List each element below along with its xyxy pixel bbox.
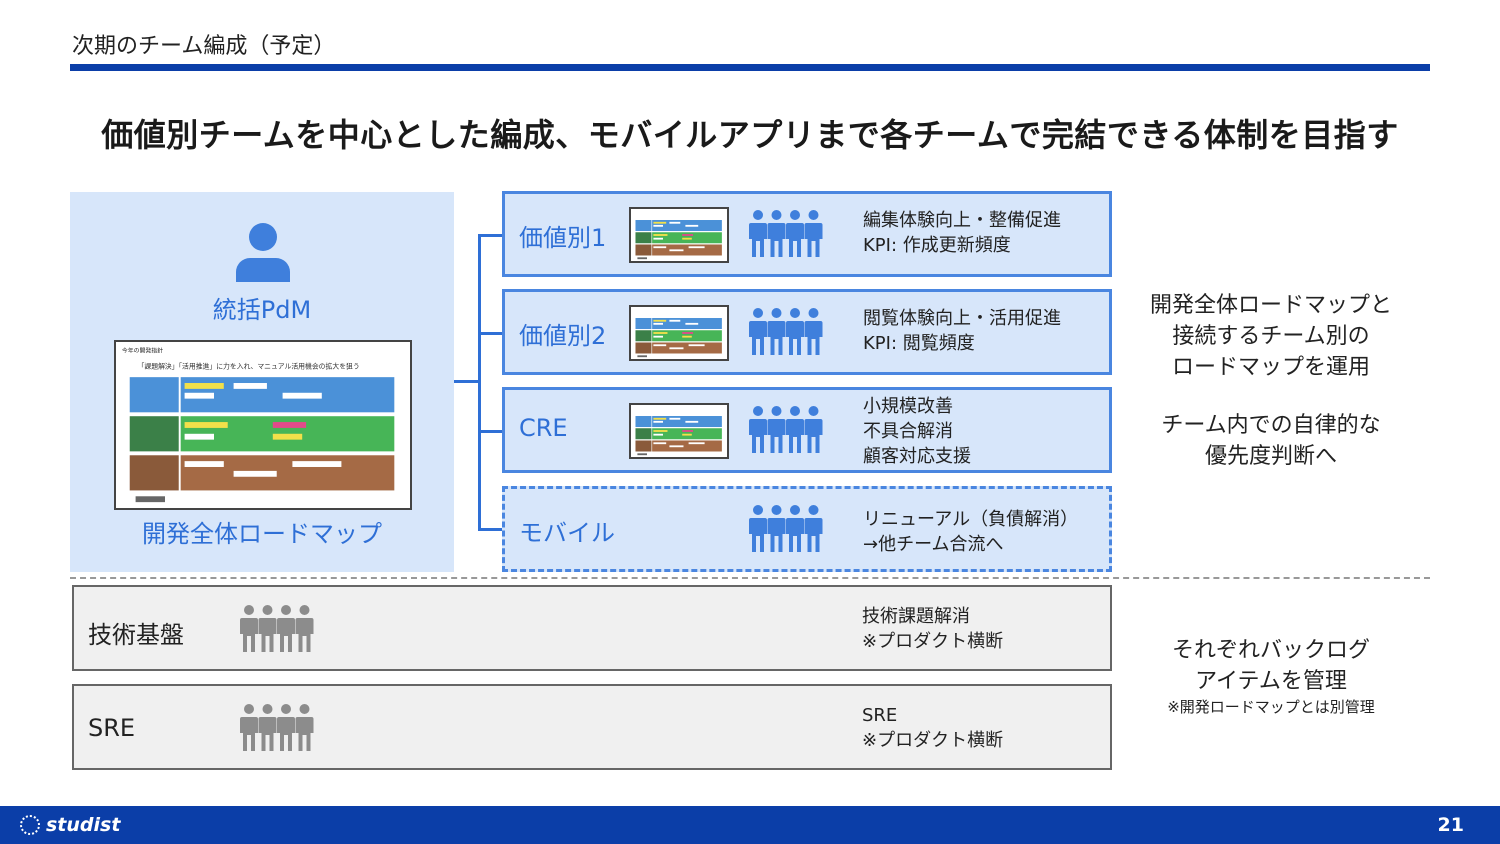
team-members-icon (749, 210, 823, 257)
title-rule (70, 64, 1430, 71)
connector-trunk (478, 234, 481, 530)
roadmap-title: 今年の開発指針 (122, 347, 163, 355)
note-autonomous-priority: チーム内での自律的な 優先度判断へ (1161, 413, 1381, 469)
team-members-icon (749, 308, 823, 355)
studist-logo: studist (20, 814, 120, 836)
team-roadmap-thumbnail (629, 403, 729, 459)
team-roadmap-thumbnail (629, 305, 729, 361)
team-box-tech-platform: 技術基盤 技術課題解消 ※プロダクト横断 (72, 585, 1112, 671)
team-description: 編集体験向上・整備促進 KPI: 作成更新頻度 (863, 210, 1061, 256)
team-name: 価値別1 (519, 224, 607, 252)
person-icon (236, 223, 290, 282)
note-backlog-management: それぞれバックログ アイテムを管理 ※開発ロードマップとは別管理 (1167, 638, 1375, 716)
team-name: SRE (88, 714, 136, 742)
pdm-label: 統括PdM (212, 296, 312, 324)
roadmap-subtitle: 「課題解決」「活用推進」に力を入れ、マニュアル活用機会の拡大を狙う (138, 361, 360, 370)
note-roadmap-operation: 開発全体ロードマップと 接続するチーム別の ロードマップを運用 (1149, 293, 1392, 380)
connector-branch (478, 528, 504, 531)
connector-stem (454, 380, 480, 383)
team-description: 技術課題解消 ※プロダクト横断 (862, 606, 1004, 652)
team-box-value2: 価値別2 閲覧体験向上・活用促進 KPI: 閲覧頻度 (502, 289, 1112, 375)
team-description: 小規模改善 不具合解消 顧客対応支援 (863, 396, 971, 467)
footer-bar: studist 21 (0, 806, 1500, 844)
team-members-icon (749, 505, 823, 552)
team-name: 価値別2 (519, 322, 607, 350)
logo-text: studist (46, 814, 121, 836)
connector-branch (478, 430, 504, 433)
team-box-mobile: モバイル リニューアル（負債解消） →他チーム合流へ (502, 486, 1112, 572)
team-name: モバイル (519, 519, 615, 547)
team-description: リニューアル（負債解消） →他チーム合流へ (863, 509, 1079, 555)
team-members-icon (240, 605, 314, 652)
team-members-icon (749, 406, 823, 453)
team-box-cre: CRE 小規模改善 不具合解消 顧客対応支援 (502, 387, 1112, 473)
section-title: 次期のチーム編成（予定） (72, 34, 336, 59)
headline: 価値別チームを中心とした編成、モバイルアプリまで各チームで完結できる体制を目指す (101, 116, 1399, 154)
team-roadmap-thumbnail (629, 207, 729, 263)
roadmap-overview-image: 今年の開発指針 「課題解決」「活用推進」に力を入れ、マニュアル活用機会の拡大を狙… (114, 340, 412, 510)
connector-branch (478, 234, 504, 237)
section-divider (70, 577, 1430, 579)
team-description: 閲覧体験向上・活用促進 KPI: 閲覧頻度 (863, 308, 1061, 354)
team-box-sre: SRE SRE ※プロダクト横断 (72, 684, 1112, 770)
team-description: SRE ※プロダクト横断 (862, 705, 1004, 751)
logo-mark-icon (20, 815, 40, 835)
roadmap-label: 開発全体ロードマップ (142, 520, 382, 548)
connector-branch (478, 332, 504, 335)
page-number: 21 (1437, 814, 1464, 836)
team-name: CRE (519, 414, 568, 442)
team-name: 技術基盤 (88, 621, 184, 649)
team-members-icon (240, 704, 314, 751)
team-box-value1: 価値別1 編集体験向上・整備促進 KPI: 作成更新頻度 (502, 191, 1112, 277)
